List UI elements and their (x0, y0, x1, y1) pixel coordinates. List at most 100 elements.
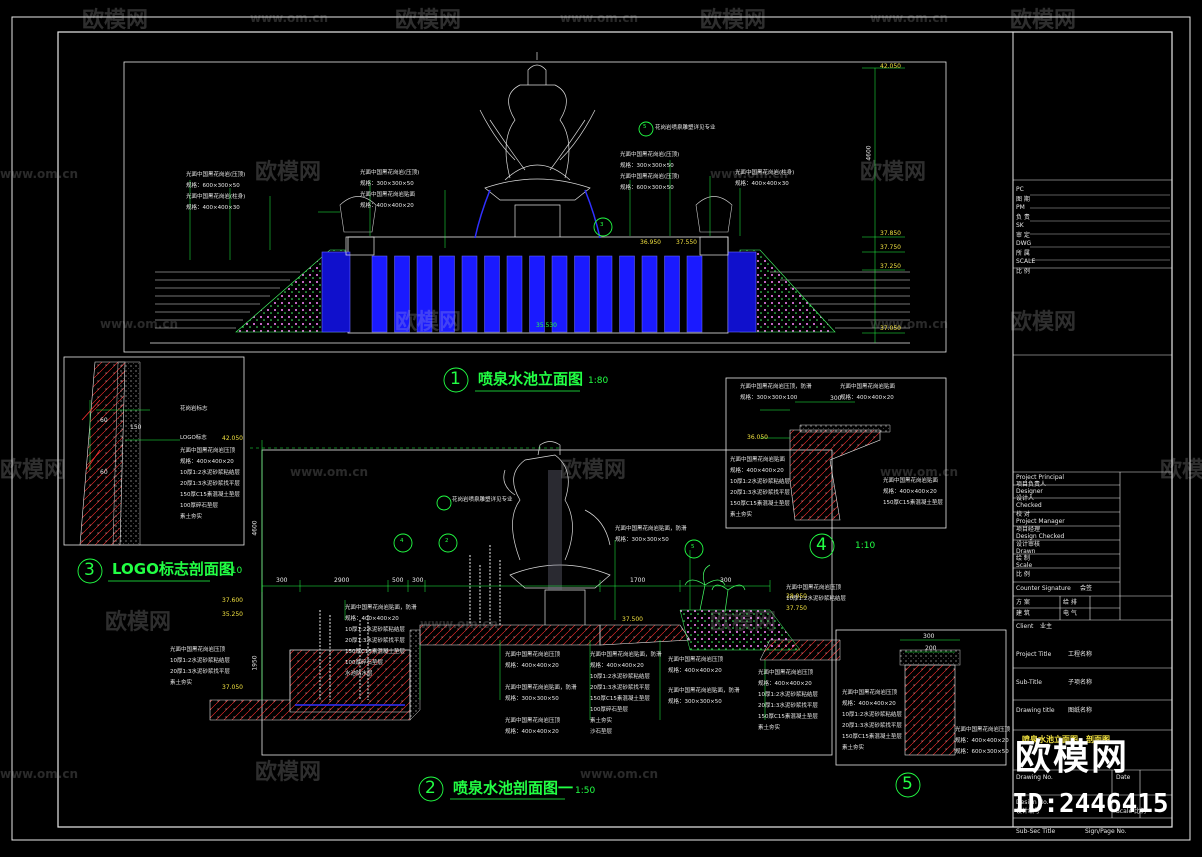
watermark-logo: 欧模网 (860, 160, 927, 185)
section-callout: 4 (400, 538, 404, 544)
section-callout: 5 (643, 124, 647, 130)
tb-sign-cell: 建 筑 (1016, 610, 1030, 617)
elevation-water-curtains (371, 255, 703, 333)
note-line: 光面中国黑花岗岩贴面 (360, 192, 416, 198)
note-line: 10厚1:2水泥砂浆粘结层 (170, 658, 230, 664)
note-line: 150厚C15素混凝土垫层 (883, 500, 943, 506)
tb-designer-cn: 设计人 (1016, 495, 1035, 502)
watermark-url: www.om.cn (710, 167, 789, 181)
elevation-height-dim: 4600 (865, 145, 873, 161)
note-line: 规格：400×400×20 (590, 663, 644, 669)
note-line: 光面中国黑花岗岩压顶 (180, 448, 236, 454)
elevation-left-planting (235, 249, 346, 333)
sheet-outer-border (11, 16, 1191, 841)
tb-row: 图 期 (1016, 196, 1030, 203)
detail-5-viewport (835, 629, 1007, 766)
note-line: 光面中国黑花岗岩压顶 (505, 652, 561, 658)
detail-5-number: 5 (902, 774, 913, 794)
watermark-logo: 欧模网 (700, 8, 767, 33)
elevation-title: 喷泉水池立面图 (478, 370, 584, 388)
note-line: 100厚碎石垫层 (590, 707, 628, 713)
tb-row: 负 责 (1016, 214, 1030, 221)
note-line: 素土夯实 (730, 512, 753, 518)
section-scale: 1:50 (575, 786, 596, 796)
note-line: 光面中国黑花岗岩贴面，防滑 (590, 652, 662, 658)
note-line: 规格：400×400×20 (360, 203, 414, 209)
elevation-mark: 37.500 (622, 616, 643, 623)
watermark-logo: 欧模网 (1010, 310, 1077, 335)
tb-sign-cell: 方 案 (1016, 599, 1030, 606)
note-line: 规格：400×400×30 (735, 181, 789, 187)
note-line: 规格：300×300×100 (740, 395, 798, 401)
tb-project-title: Project Title (1016, 651, 1052, 658)
elevation-mark: 37.550 (676, 239, 697, 246)
tb-drawn-cn: 绘 制 (1016, 555, 1030, 562)
elevation-left-steps (155, 271, 300, 329)
note-line: 光面中国黑花岗岩贴面 (840, 384, 896, 390)
note-line: 规格：600×300×50 (620, 185, 674, 191)
section-jets (319, 545, 501, 700)
callout-circles (77, 121, 921, 802)
note-line: 光面中国黑花岗岩(压顶) (620, 174, 680, 180)
note-line: 素土夯实 (590, 718, 613, 724)
logo-section-title: LOGO标志剖面图 (112, 560, 234, 578)
water-curtain-bar (506, 255, 523, 333)
section-span-dim: 500 (392, 577, 404, 584)
note-line: 规格：400×400×20 (758, 681, 812, 687)
elevation-notes-left: 光面中国黑花岗岩(压顶) 规格：600×300×50 光面中国黑花岗岩(柱身) … (186, 170, 245, 211)
note-line: 光面中国黑花岗岩(柱身) (186, 194, 246, 200)
note-line: 10厚1:2水泥砂浆粘结层 (180, 470, 240, 476)
note-line: 光面中国黑花岗岩压顶 (505, 718, 561, 724)
elevation-mark: 36.050 (747, 434, 768, 441)
note-line: 规格：400×400×20 (668, 668, 722, 674)
section-notes-top-right2: 光面中国黑花岗岩压顶 10厚1:2水泥砂浆粘结层 (786, 583, 846, 602)
watermark-logo: 欧模网 (560, 458, 627, 483)
note-line: 规格：400×400×20 (505, 729, 559, 735)
logo-notes: 花岗岩标志 光面中国黑花岗岩压顶 规格：400×400×20 10厚1:2水泥砂… (180, 404, 240, 520)
section-notes-right: 光面中国黑花岗岩贴面，防滑 规格：400×400×20 10厚1:2水泥砂浆粘结… (590, 650, 662, 735)
tb-principal-cn: 项目负责人 (1016, 481, 1047, 488)
section-notes-center: 光面中国黑花岗岩压顶 规格：400×400×20 光面中国黑花岗岩贴面，防滑 规… (505, 650, 577, 735)
note-line: 规格：400×400×20 (840, 395, 894, 401)
watermark-logo: 欧模网 (395, 310, 462, 335)
logo-section-number: 3 (84, 560, 95, 580)
note-line: 规格：400×400×20 (345, 616, 399, 622)
elevation-right-steps (770, 271, 910, 329)
note-line: 规格：400×400×30 (186, 205, 240, 211)
elevation-mark: 37.050 (880, 325, 901, 332)
elevation-mark: 37.250 (880, 263, 901, 270)
tb-manager-cn: 项目经理 (1016, 526, 1041, 533)
note-line: 素土夯实 (180, 514, 203, 520)
detail-4-notes-left: 光面中国黑花岗岩贴面 规格：400×400×20 10厚1:2水泥砂浆粘结层 2… (730, 455, 790, 518)
note-line: 150厚C15素混凝土垫层 (730, 501, 790, 507)
watermark-url: www.om.cn (870, 317, 949, 331)
tb-design-checked-cn: 设计审核 (1016, 541, 1041, 548)
watermark-logo: 欧模网 (255, 760, 322, 785)
note-line: 光面中国黑花岗岩(柱身) (735, 170, 795, 176)
tb-principal: Project Principal (1016, 474, 1065, 481)
tb-design-checked: Design Checked (1016, 533, 1065, 540)
water-curtain-bar (596, 255, 613, 333)
detail-4-scale: 1:10 (855, 541, 876, 551)
tb-row: PM (1016, 204, 1025, 211)
note-line: 光面中国黑花岗岩(压顶) (186, 172, 246, 178)
water-curtain-bar (529, 255, 545, 333)
note-line: 20厚1:3水泥砂浆找平层 (590, 685, 650, 691)
note-line: 光面中国黑花岗岩压顶 (786, 585, 842, 591)
section-span-dim: 300 (412, 577, 424, 584)
detail-4-body (789, 429, 881, 521)
tb-drawing-title: Drawing title (1016, 707, 1055, 714)
note-line: 100厚碎石垫层 (180, 503, 218, 509)
tb-row: DWG (1016, 240, 1032, 247)
elevation-mark: 35.250 (222, 611, 243, 618)
watermark-url: www.om.cn (560, 11, 639, 25)
tb-row: SK (1016, 222, 1024, 229)
water-curtain-bar (394, 255, 410, 333)
note-line: 水池防水层 (345, 671, 373, 677)
note-line: 规格：300×300×50 (505, 696, 559, 702)
note-line: 沙石垫层 (590, 729, 613, 735)
tb-designer: Designer (1016, 488, 1043, 495)
tb-sign-cell: 电 气 (1063, 610, 1077, 617)
tb-yellow-title: 喷泉水池立面图、剖面图 (1022, 735, 1110, 744)
tb-manager: Project Manager (1016, 518, 1065, 525)
